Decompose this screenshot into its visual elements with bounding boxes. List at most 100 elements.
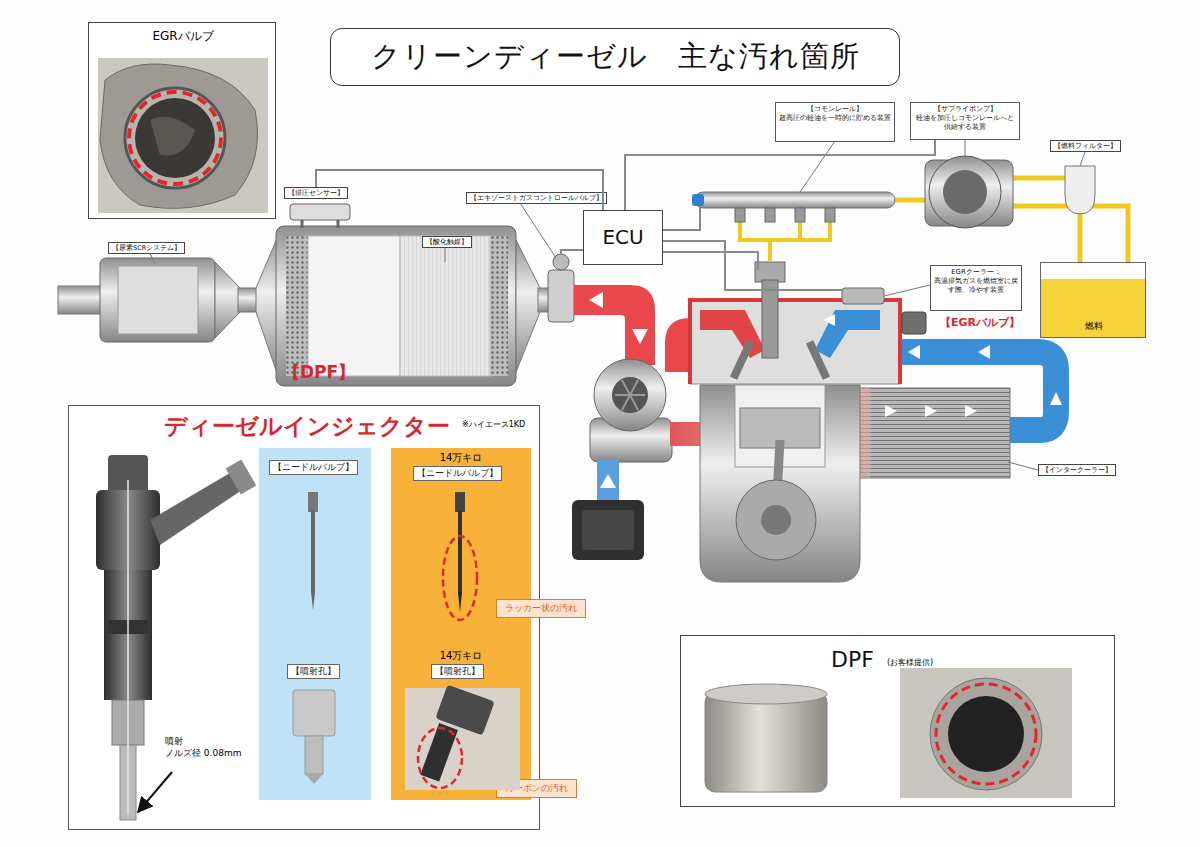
leader-line [965,139,966,158]
part-label: 【エキゾーストガスコントロールバルブ】 [466,192,607,204]
injector-illustration [120,745,136,820]
intake-flow [572,500,644,560]
fuel-system [692,194,704,206]
needle-valve-new [308,492,318,512]
node-heading: 14万キロ [391,452,531,465]
nozzle-new [305,736,323,774]
wire [561,250,583,254]
callout-box: カーボンの汚れ [496,779,577,798]
nozzle-worn-photo [435,685,494,736]
engine-block [690,300,900,384]
fuel-system [735,208,745,222]
dpf-photo [936,684,1036,784]
injector-illustration [226,460,257,495]
engine-block [762,280,778,358]
needle-valve-new [311,510,315,592]
engine-block [700,385,860,582]
turbocharger [590,359,672,462]
title-box: クリーンディーゼル 主な汚れ箇所 [330,28,900,86]
fuel-system [943,170,987,214]
exhaust-system [308,236,400,376]
dpf-photo [705,684,827,704]
engine-block [736,480,816,560]
intake-flow [978,345,990,359]
node-heading: カーボンの汚れ [505,783,568,794]
egr-valve-photo [98,58,268,213]
intake-flow [597,460,619,502]
exhaust-system [256,236,278,376]
dpf-photo [705,692,827,792]
leader-line [1080,152,1085,166]
needle-valve-worn [443,492,477,620]
needle-valve-worn [443,536,477,620]
turbocharger [615,380,645,410]
part-label: 【尿素SCRシステム】 [108,242,185,254]
node-text: 【ニードルバルブ】 [413,466,502,481]
egr-valve-photo [129,92,221,184]
fuel-system [1065,166,1095,214]
engine-block [755,262,785,282]
wire [662,252,758,270]
component-box: 【サプライポンプ】軽油を加圧しコモンレールへと供給する装置 [910,102,1020,140]
engine-block [690,262,900,582]
leader-line [150,139,1085,470]
node-heading: 【インタークーラー】 [1042,466,1112,474]
egr-valve-photo [100,64,258,208]
fuel-tank: 燃料 [1040,262,1146,338]
dpf-photo [948,696,1024,772]
node-heading: 【酸化触媒】 [426,238,468,246]
node-text: 14万キロ [391,650,531,663]
node-heading: 【エキゾーストガスコントロールバルブ】 [470,194,603,202]
node-text: 軽油を加圧しコモンレールへと供給する装置 [914,114,1016,132]
exhaust-system [290,204,350,220]
egr-valve-photo [125,88,225,188]
fuel-system [929,156,1001,228]
node-heading: 【尿素SCRシステム】 [112,244,181,252]
node-heading: EGRバルブ [89,29,277,44]
leader-line [520,203,556,258]
injector-illustration [104,570,152,700]
exhaust-system [238,288,258,312]
component-box: 【コモンレール】超高圧の軽油を一時的に貯める装置 [775,102,895,142]
engine-block [761,505,791,535]
intake-flow [908,345,920,359]
component-box: EGRクーラー：高温排気ガスを燃焼室に戻す際、冷やす装置 [930,265,1022,311]
node-text: (お客様提供) [887,658,933,668]
dimension-label: 噴射 [165,736,183,747]
dimension-label: ノルズ径 0.08mm [165,748,241,759]
leader-line [800,141,835,192]
node-heading: 【排圧センサー】 [288,189,344,197]
egr-system [842,288,884,304]
needle-valve-new [308,492,318,610]
fuel-system [795,208,805,222]
exhaust-system [301,220,304,228]
new-part-panel: 【ニードルバルブ】【噴射孔】 [259,448,371,800]
fuel-system [765,208,775,222]
diagram-title: クリーンディーゼル 主な汚れ箇所 [331,29,899,84]
part-label: 【酸化触媒】 [422,236,472,248]
wire [561,208,842,290]
leader-line [150,253,155,264]
exhaust-system [118,266,198,334]
exhaust-flow [574,285,655,365]
callout-box: ラッカー状の汚れ [496,599,586,618]
node-heading: 【燃料フィルター】 [1054,142,1117,150]
worn-part-panel: 14万キロ【ニードルバルブ】14万キロ【噴射孔】 [391,448,531,800]
exhaust-system [490,236,508,376]
intake-flow [1050,392,1062,405]
exhaust-system [100,258,215,342]
egr-valve-photo [135,98,215,178]
injector-illustration [150,470,245,545]
exhaust-system [400,236,490,376]
engine-block [700,310,765,358]
injector-illustration [108,455,148,495]
intake-flow [600,474,616,488]
intercooler [925,405,937,417]
note: ※ハイエース1KD [462,420,525,430]
node-heading: ディーゼルインジェクター [164,412,450,441]
part-label: 【DPF】 [283,362,355,382]
leader-line [884,285,930,296]
leader-line [1008,462,1038,470]
engine-block [730,340,754,380]
ecu-box: ECU [583,210,663,265]
